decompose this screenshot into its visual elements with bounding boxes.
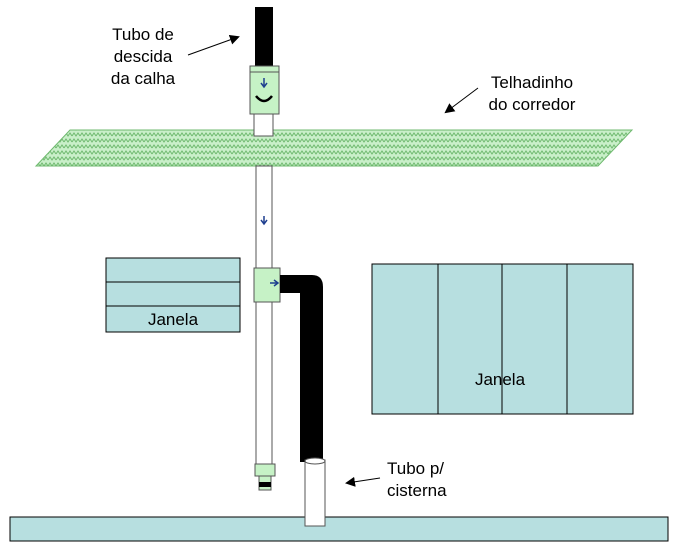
cistern-inlet-pipe	[304, 459, 326, 527]
pointer-arrow-icon	[345, 476, 381, 487]
label-janela-small: Janela	[147, 310, 199, 329]
down-arrow-icon	[260, 216, 268, 226]
window-small	[105, 257, 241, 333]
label-tubo-cisterna: Tubo p/ cisterna	[387, 458, 467, 502]
label-line: da calha	[110, 69, 176, 88]
label-line: do corredor	[488, 95, 576, 114]
right-arrow-icon	[270, 279, 280, 287]
label-tubo-descida: Tubo de descida da calha	[100, 24, 186, 90]
corridor-roof	[34, 129, 634, 167]
gutter-downspout-pipe	[255, 7, 273, 67]
bottom-connector	[254, 463, 276, 477]
label-telhadinho: Telhadinho do corredor	[476, 72, 588, 116]
label-line: Tubo de	[112, 25, 174, 44]
pointer-arrow-icon	[444, 87, 479, 114]
vertical-pipe	[255, 165, 273, 467]
ground-slab	[9, 516, 669, 542]
down-arrow-icon	[260, 78, 268, 89]
label-line: Tubo p/	[387, 459, 445, 478]
cistern-pipe	[280, 275, 323, 462]
pointer-arrow-icon	[187, 35, 240, 56]
label-janela-large: Janela	[474, 370, 526, 389]
label-line: descida	[113, 47, 173, 66]
label-line: cisterna	[387, 481, 447, 500]
label-line: Telhadinho	[490, 73, 574, 92]
valve-curve-icon	[255, 95, 273, 103]
top-connector	[249, 65, 280, 115]
